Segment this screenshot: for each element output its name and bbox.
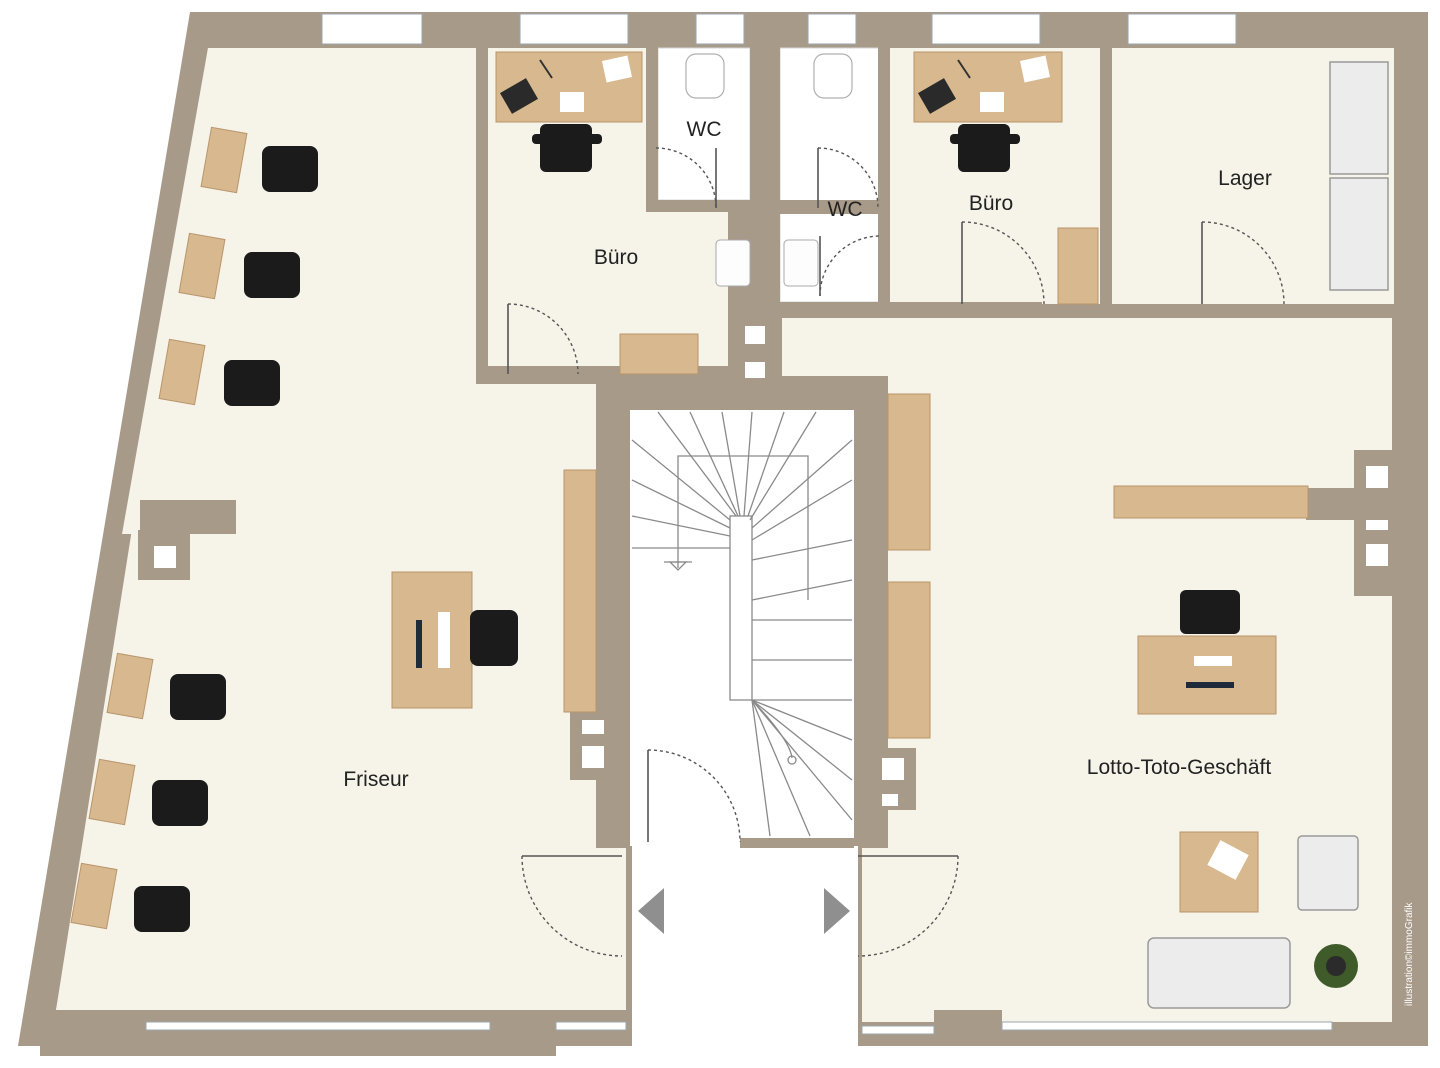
entrance-arrow-right-icon: [824, 888, 850, 934]
counter-lotto-top: [887, 393, 931, 551]
desk-friseur: [391, 571, 518, 709]
chair-buero-right: [958, 124, 1010, 172]
room-label-buero-right: Büro: [969, 192, 1013, 215]
room-label-wc-right: WC: [828, 198, 863, 221]
cabinet-corridor: [619, 333, 699, 375]
toilet-right: [813, 53, 853, 99]
lager-shelf-bottom: [1329, 177, 1389, 291]
counter-lotto-bottom: [887, 581, 931, 739]
room-label-friseur: Friseur: [343, 768, 408, 791]
cabinet-buero-right: [1057, 227, 1099, 305]
counter-friseur: [563, 469, 597, 713]
staircase: [631, 411, 853, 837]
sofa: [1147, 937, 1291, 1009]
desk-lotto: [1137, 590, 1277, 715]
stairwell: [630, 410, 854, 846]
lager-shelf-top: [1329, 61, 1389, 175]
armchair: [1297, 835, 1359, 911]
friseur-stations: [70, 126, 318, 932]
credit-text: illustration©immoGrafik: [1404, 901, 1415, 1006]
room-label-buero-left: Büro: [594, 246, 638, 269]
entrance-corridor: [632, 846, 858, 1046]
desk-buero-right: [913, 51, 1063, 123]
desk-buero-left: [495, 51, 643, 123]
room-label-wc-left: WC: [687, 118, 722, 141]
sink-left: [715, 239, 751, 287]
sink-right: [783, 239, 819, 287]
room-label-lager: Lager: [1218, 167, 1272, 190]
chair-buero-left: [540, 124, 592, 172]
toilet-left: [685, 53, 725, 99]
counter-lotto-long: [1113, 485, 1309, 519]
room-label-lotto: Lotto-Toto-Geschäft: [1087, 756, 1272, 779]
entrance-arrow-left-icon: [638, 888, 664, 934]
